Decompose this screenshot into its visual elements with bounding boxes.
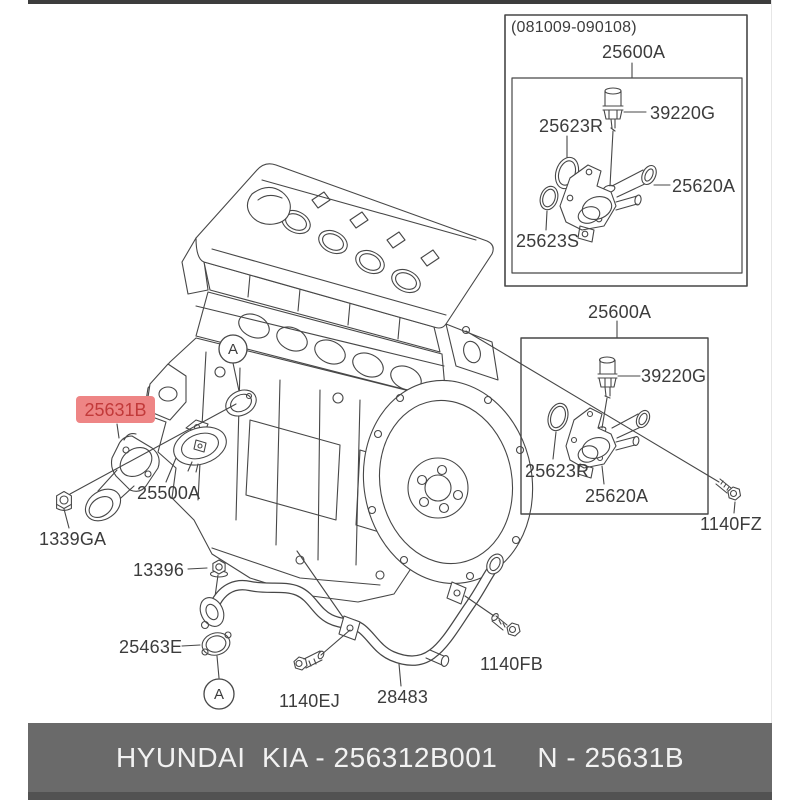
bottom-edge-strip [28, 792, 772, 800]
label-25500a: 25500A [137, 483, 201, 503]
label-25620a-top: 25620A [672, 176, 736, 196]
label-25623r-top: 25623R [539, 116, 604, 136]
footer-bar: HYUNDAI KIA - 256312B001 N - 25631B [28, 723, 772, 792]
coolant-pipe-drawing: A [181, 550, 521, 710]
callout-a-letter: A [228, 341, 238, 358]
label-13396: 13396 [133, 560, 185, 580]
water-outlet-drawing [84, 423, 160, 522]
label-1140fz: 1140FZ [700, 514, 762, 534]
inset-mid-drawing [520, 320, 742, 515]
label-25620a-mid: 25620A [585, 486, 649, 506]
label-39220g-mid: 39220G [641, 366, 707, 386]
label-1140ej: 1140EJ [279, 691, 340, 711]
label-39220g-top: 39220G [650, 103, 716, 123]
stud-nut-drawing [187, 559, 229, 578]
thermostat-drawing [165, 419, 227, 483]
bolt-fz-drawing [715, 478, 742, 514]
gasket-drawing: A [181, 631, 235, 710]
inset-top-drawing [504, 14, 748, 287]
inset-top-title: 25600A [602, 42, 666, 62]
leader-engine-to-fz-bolt [465, 330, 720, 483]
highlighted-part-label-25631b: 25631B [76, 396, 155, 423]
label-25463e: 25463E [119, 637, 183, 657]
label-1140fb: 1140FB [480, 654, 543, 674]
photo-right-edge [771, 0, 772, 800]
engine-drawing: A [143, 163, 534, 603]
inset-mid-title: 25600A [588, 302, 652, 322]
label-1339ga: 1339GA [39, 529, 107, 549]
bolt-ej-drawing [293, 629, 351, 671]
label-25623r-mid: 25623R [525, 461, 590, 481]
label-28483: 28483 [377, 687, 429, 707]
top-edge-strip [28, 0, 772, 4]
footer-ref-number: N - 25631B [537, 741, 684, 773]
footer-part-number: HYUNDAI KIA - 256312B001 [115, 741, 498, 773]
inset-top-date-range: (081009-090108) [511, 19, 637, 36]
leader-outlet-to-port [69, 403, 237, 495]
callout-a-letter: A [214, 686, 224, 703]
bolt-fb-drawing [464, 595, 521, 637]
bell-housing-drawing [362, 379, 534, 585]
callout-a-marker: A [218, 334, 248, 392]
label-25623s: 25623S [516, 231, 580, 251]
nut-drawing [56, 490, 72, 529]
